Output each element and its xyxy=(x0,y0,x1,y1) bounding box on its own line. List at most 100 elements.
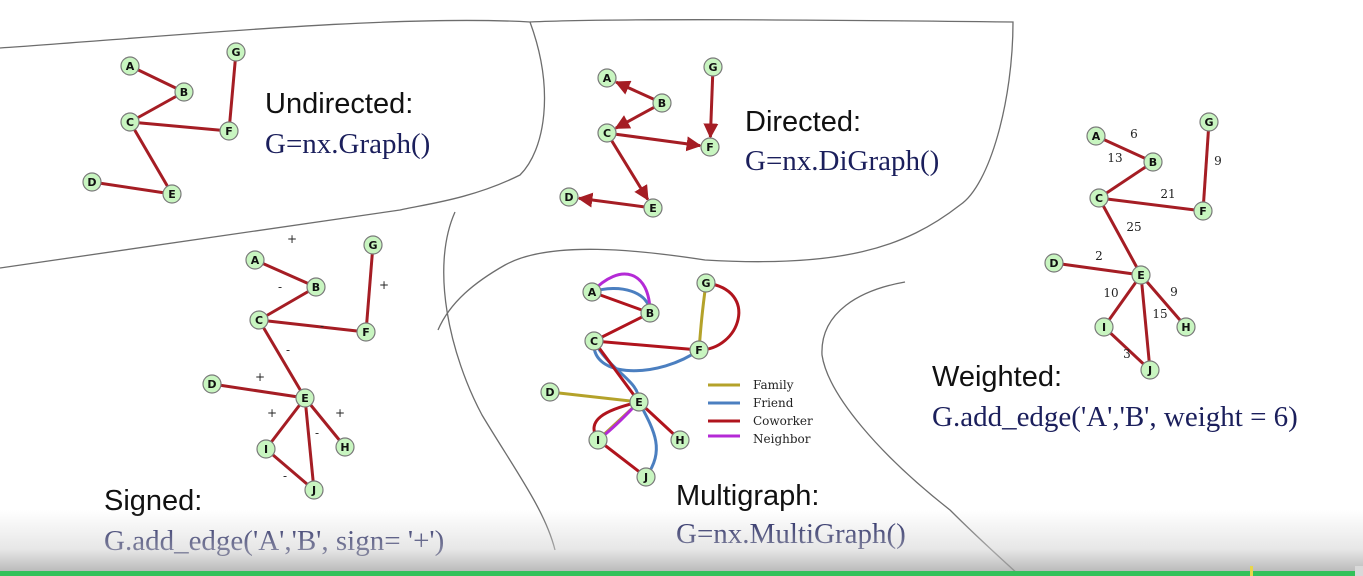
node-label: F xyxy=(225,125,233,138)
edge-c-f xyxy=(1098,196,1204,213)
node-i xyxy=(588,430,608,450)
node-label: A xyxy=(603,72,612,85)
edge-c-e xyxy=(128,121,174,195)
node-a xyxy=(1086,126,1106,146)
node-label: A xyxy=(1092,130,1101,143)
weighted-code: G.add_edge('A','B', weight = 6) xyxy=(932,401,1298,433)
edge-e-h xyxy=(1139,274,1188,328)
edge-b-c xyxy=(258,285,317,322)
node-label: G xyxy=(708,61,717,74)
node-b xyxy=(640,303,660,323)
divider-curve xyxy=(0,19,546,269)
node-e xyxy=(1131,265,1151,285)
edge-e-i xyxy=(1102,274,1143,328)
node-h xyxy=(1176,317,1196,337)
edge-sign-label: + xyxy=(255,370,265,384)
node-g xyxy=(226,42,246,62)
multiedge-coworker xyxy=(593,311,651,343)
edge-g-f xyxy=(227,51,238,132)
node-label: E xyxy=(635,396,643,409)
edge-sign-label: - xyxy=(320,319,324,333)
arc-c-e xyxy=(610,139,650,201)
node-b xyxy=(174,82,194,102)
node-label: I xyxy=(264,443,268,456)
divider-curve xyxy=(443,211,556,551)
weighted-title: Weighted: xyxy=(932,361,1063,393)
edge-d-e xyxy=(211,382,306,400)
edge-sign-label: + xyxy=(287,232,297,246)
node-label: J xyxy=(1147,364,1152,377)
edge-e-i xyxy=(264,397,307,450)
edge-c-e xyxy=(1097,197,1143,276)
node-label: E xyxy=(301,392,309,405)
legend-label-friend: Friend xyxy=(753,396,794,410)
node-a xyxy=(582,282,602,302)
node-label: I xyxy=(596,434,600,447)
multigraph-code: G=nx.MultiGraph() xyxy=(676,518,906,550)
multiedge-coworker xyxy=(592,340,641,403)
node-g xyxy=(363,235,383,255)
edge-weight-label: 13 xyxy=(1107,151,1122,165)
node-label: A xyxy=(251,254,260,267)
node-d xyxy=(202,374,222,394)
node-label: A xyxy=(126,60,135,73)
progress-marker[interactable] xyxy=(1250,566,1253,576)
node-label: J xyxy=(643,471,648,484)
node-label: C xyxy=(255,314,263,327)
edge-weight-label: 10 xyxy=(1103,286,1118,300)
node-c xyxy=(249,310,269,330)
node-label: H xyxy=(1181,321,1190,334)
node-label: F xyxy=(362,326,370,339)
node-label: G xyxy=(1204,116,1213,129)
multiedge-coworker xyxy=(591,290,651,315)
node-label: D xyxy=(207,378,216,391)
edge-sign-label: - xyxy=(283,469,287,483)
node-j xyxy=(636,467,656,487)
node-e xyxy=(295,388,315,408)
undirected-title: Undirected: xyxy=(265,88,414,120)
node-a xyxy=(245,250,265,270)
node-label: E xyxy=(649,202,657,215)
node-c xyxy=(120,112,140,132)
node-label: H xyxy=(340,441,349,454)
node-j xyxy=(304,480,324,500)
node-label: A xyxy=(588,286,597,299)
video-progress-bar[interactable] xyxy=(0,571,1363,576)
legend-label-neighbor: Neighbor xyxy=(753,432,811,446)
multiedge-coworker xyxy=(698,281,741,352)
node-label: B xyxy=(646,307,654,320)
node-h xyxy=(335,437,355,457)
node-label: C xyxy=(590,335,598,348)
signed-code: G.add_edge('A','B', sign= '+') xyxy=(104,525,445,557)
edge-g-f xyxy=(1201,121,1211,212)
node-label: G xyxy=(368,239,377,252)
node-label: F xyxy=(695,344,703,357)
edge-sign-label: - xyxy=(315,426,319,440)
node-f xyxy=(700,137,720,157)
multiedge-family xyxy=(549,390,640,404)
arc-c-f xyxy=(615,132,702,152)
node-label: C xyxy=(603,127,611,140)
multigraph-title: Multigraph: xyxy=(676,480,820,512)
edge-a-b xyxy=(1095,134,1154,164)
edge-sign-label: + xyxy=(379,278,389,292)
node-d xyxy=(82,172,102,192)
node-g xyxy=(696,273,716,293)
node-b xyxy=(306,277,326,297)
node-label: B xyxy=(658,97,666,110)
edge-sign-label: + xyxy=(267,406,277,420)
arc-b-a xyxy=(614,80,655,101)
node-label: G xyxy=(701,277,710,290)
edge-b-c xyxy=(129,90,185,124)
node-label: D xyxy=(545,386,554,399)
node-g xyxy=(703,57,723,77)
node-label: F xyxy=(1199,205,1207,218)
edge-weight-label: 9 xyxy=(1170,285,1178,299)
node-d xyxy=(559,187,579,207)
legend-label-family: Family xyxy=(753,378,794,392)
scrollbar-edge xyxy=(1355,566,1363,576)
divider-curve xyxy=(437,19,1014,331)
